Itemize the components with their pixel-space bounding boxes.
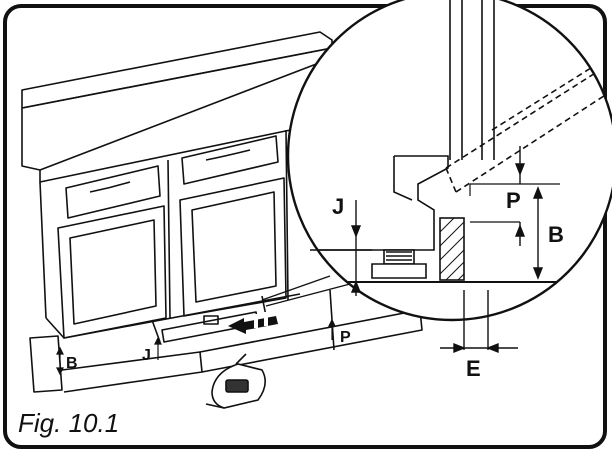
label-p-small: P [340, 329, 351, 346]
label-p-large: P [506, 188, 521, 213]
figure-frame [3, 4, 607, 449]
drawer-center [181, 135, 279, 185]
door-center [179, 177, 287, 317]
door-left [57, 205, 167, 339]
label-j-large: J [332, 194, 344, 219]
drawer-left [65, 165, 161, 219]
insert-arrow [228, 312, 278, 334]
figure-caption: Fig. 10.1 [18, 408, 119, 438]
magnifier-circle [286, 0, 612, 322]
label-e-large: E [466, 356, 481, 381]
large-dimensions [310, 146, 544, 354]
callout-lines [261, 275, 351, 307]
label-b-small: B [66, 355, 78, 372]
vacuum-tool [205, 353, 266, 409]
label-b-large: B [548, 222, 564, 247]
label-j-small: J [142, 347, 151, 364]
small-dimensions [56, 318, 336, 376]
